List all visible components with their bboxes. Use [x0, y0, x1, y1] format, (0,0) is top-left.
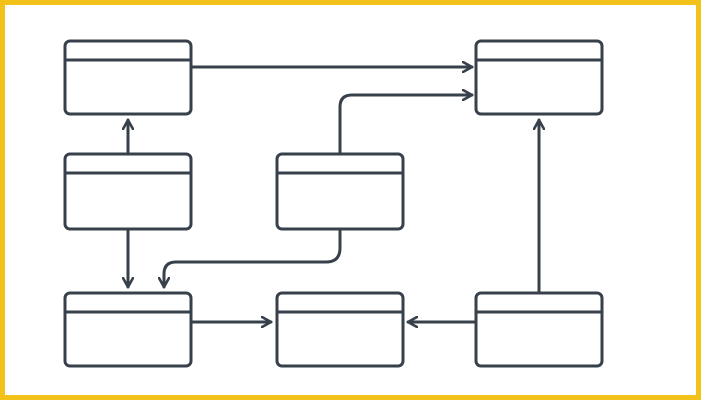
box-a	[63, 39, 193, 116]
box-c	[63, 152, 193, 231]
box-d	[275, 152, 405, 231]
box-e	[63, 291, 193, 368]
box-b	[474, 39, 604, 116]
box-f	[275, 291, 405, 368]
connector-d-to-e	[164, 227, 342, 289]
box-g	[474, 291, 604, 368]
connectors	[128, 67, 539, 322]
connector-d-to-b	[338, 95, 474, 156]
boxes	[63, 39, 604, 368]
